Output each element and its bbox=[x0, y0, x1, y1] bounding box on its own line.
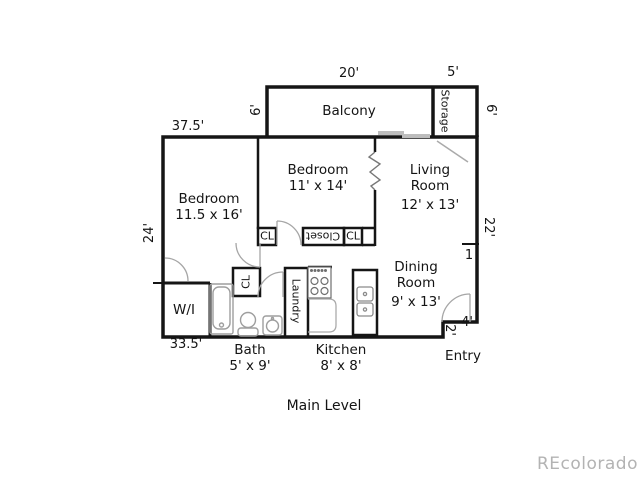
closet-label-cl-left: CL bbox=[260, 229, 274, 243]
living-name-line1: Living bbox=[409, 162, 451, 179]
kitchen-peninsula bbox=[351, 268, 379, 337]
stove bbox=[307, 266, 332, 299]
recolorado-watermark: REcolorado bbox=[536, 454, 638, 474]
cl-hall-box bbox=[231, 266, 262, 298]
bedroom2-name: Bedroom bbox=[287, 161, 349, 178]
dim-storage-depth: 6' bbox=[482, 104, 498, 116]
room-label-kitchen: Kitchen 8' x 8' bbox=[316, 342, 367, 374]
dim-balcony-width: 20' bbox=[338, 66, 360, 82]
dim-right-offset: 1 bbox=[464, 248, 474, 264]
room-label-dining: Dining Room 9' x 13' bbox=[391, 259, 441, 311]
room-label-bedroom1: Bedroom 11.5 x 16' bbox=[175, 191, 243, 223]
dim-right-height: 22' bbox=[480, 216, 496, 238]
dim-storage-width: 5' bbox=[447, 65, 459, 81]
dim-main-width: 37.5' bbox=[171, 119, 205, 135]
living-dims: 12' x 13' bbox=[400, 197, 460, 214]
bedroom2-door bbox=[276, 220, 302, 246]
dining-name-line2: Room bbox=[396, 275, 436, 292]
room-label-balcony: Balcony bbox=[322, 102, 376, 119]
plan-caption: Main Level bbox=[286, 398, 362, 414]
wall-break-zigzag bbox=[367, 151, 382, 191]
room-label-bath: Bath 5' x 9' bbox=[229, 342, 270, 374]
kitchen-dims: 8' x 8' bbox=[320, 358, 362, 374]
dining-name-line1: Dining bbox=[394, 259, 438, 276]
room-label-laundry: Laundry bbox=[289, 278, 303, 324]
entry-door bbox=[441, 293, 471, 323]
room-label-storage: Storage bbox=[438, 89, 452, 133]
cl-left-box bbox=[256, 226, 278, 247]
kitchen-name: Kitchen bbox=[315, 341, 367, 358]
walkin-door bbox=[164, 257, 189, 282]
closet-label-cl-right: CL bbox=[346, 229, 360, 243]
balcony-slider-pane2 bbox=[402, 134, 430, 138]
bathtub bbox=[209, 283, 234, 335]
room-label-walkin: W/I bbox=[173, 301, 195, 318]
balcony-wall bbox=[265, 85, 479, 137]
dim-bottom-width: 33.5' bbox=[169, 337, 203, 353]
dining-dims: 9' x 13' bbox=[391, 294, 441, 311]
bedroom2-dims: 11' x 14' bbox=[288, 178, 348, 194]
dim-entry-depth: 2' bbox=[441, 324, 457, 336]
dim-balcony-depth: 6' bbox=[249, 104, 265, 116]
bedroom1-door bbox=[235, 242, 261, 268]
bath-dims: 5' x 9' bbox=[229, 358, 271, 374]
room-label-bedroom2: Bedroom 11' x 14' bbox=[287, 162, 348, 194]
bedroom1-dims: 11.5 x 16' bbox=[175, 207, 243, 223]
bath-name: Bath bbox=[234, 341, 266, 358]
dim-entry-width: 4' bbox=[461, 315, 473, 331]
room-label-entry: Entry bbox=[445, 347, 481, 364]
closet-label-cl-hall: CL bbox=[239, 275, 253, 289]
dim-left-height: 24' bbox=[142, 222, 158, 244]
bath-door bbox=[257, 271, 284, 298]
kitchen-counter bbox=[308, 298, 337, 333]
bedroom1-name: Bedroom bbox=[178, 190, 240, 207]
room-label-living: Living Room 12' x 13' bbox=[401, 162, 459, 214]
toilet bbox=[237, 311, 259, 337]
kitchen-sink bbox=[356, 286, 374, 317]
closet-label-closet: Closet bbox=[305, 229, 341, 243]
bath-sink bbox=[262, 315, 283, 336]
cl-right-box bbox=[342, 226, 364, 247]
laundry-walls bbox=[283, 266, 310, 337]
living-corner-diagonal bbox=[436, 140, 469, 163]
balcony-slider-pane1 bbox=[378, 131, 404, 135]
living-name-line2: Room bbox=[410, 178, 450, 195]
